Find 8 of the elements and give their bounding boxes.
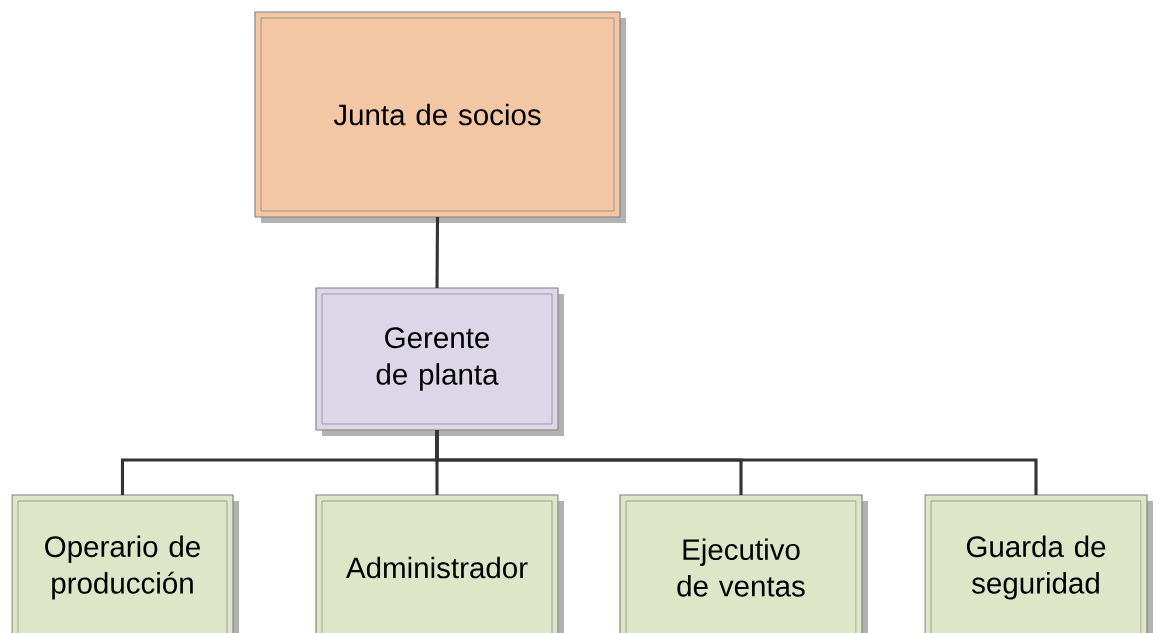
org-box: Gerente de planta (315, 287, 564, 436)
org-box: Guarda de seguridad (924, 494, 1153, 633)
org-box: Junta de socios (254, 11, 626, 223)
connector-line (435, 430, 1038, 495)
org-box: Ejecutivo de ventas (619, 494, 868, 633)
org-box: Administrador (315, 494, 564, 633)
connector-line (435, 217, 440, 288)
org-box: Operario de producción (11, 494, 239, 633)
